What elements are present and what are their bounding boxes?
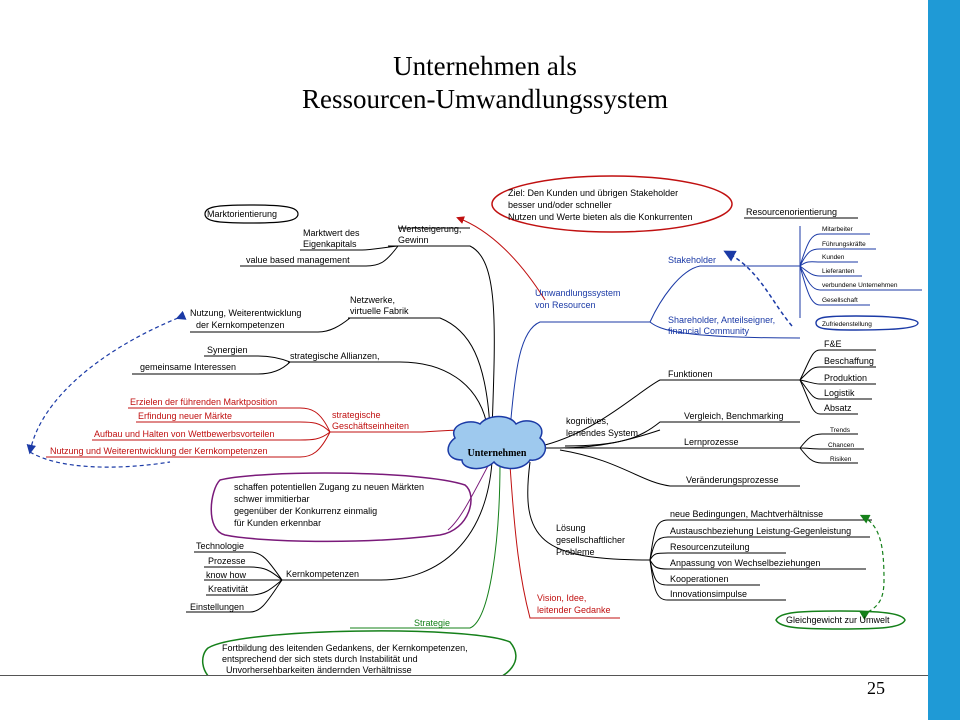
- umwandlung-line2: von Resourcen: [535, 300, 596, 310]
- schaffen-line3: gegenüber der Konkurrenz einmalig: [234, 506, 377, 516]
- fortbildung-line3: Unvorhersehbarkeiten ändernden Verhältni…: [226, 665, 412, 675]
- netzwerke-line1: Netzwerke,: [350, 295, 395, 305]
- mind-map: Unternehmen Marktorientierung Wertsteige…: [26, 175, 922, 675]
- lernprozesse-label: Lernprozesse: [684, 437, 739, 447]
- shareholder-line2: financial Community: [668, 326, 750, 336]
- left-connectors: [132, 227, 495, 613]
- loesung-line3: Probleme: [556, 547, 595, 557]
- funktionen-item-logistik: Logistik: [824, 388, 855, 398]
- kk-item-technologie: Technologie: [196, 541, 244, 551]
- vergleich-label: Vergleich, Benchmarking: [684, 411, 784, 421]
- center-cloud: [447, 415, 547, 470]
- lern-item-trends: Trends: [830, 427, 851, 434]
- kognitives-line2: lernendes System: [566, 428, 638, 438]
- blue-sidebar: [928, 0, 960, 720]
- loesung-item-1: neue Bedingungen, Machtverhältnisse: [670, 509, 823, 519]
- gemeinsame-label: gemeinsame Interessen: [140, 362, 236, 372]
- ressourcenorientierung-label: Resourcenorientierung: [746, 207, 837, 217]
- stakeholder-item-1: Mitarbeiter: [822, 226, 854, 233]
- green-connector: [350, 461, 501, 629]
- ziel-line3: Nutzen und Werte bieten als die Konkurre…: [508, 212, 692, 222]
- loesung-item-3: Resourcenzuteilung: [670, 542, 750, 552]
- loesung-line1: Lösung: [556, 523, 586, 533]
- sge-line2: Geschäftseinheiten: [332, 421, 409, 431]
- funktionen-item-absatz: Absatz: [824, 403, 852, 413]
- stakeholder-item-5: verbundene Unternehmen: [822, 282, 898, 289]
- kk-item-einstellungen: Einstellungen: [190, 602, 244, 612]
- funktionen-item-beschaffung: Beschaffung: [824, 356, 874, 366]
- zufriedenstellung-label: Zufriedenstellung: [822, 321, 872, 328]
- sge-item-2: Erfindung neuer Märkte: [138, 411, 232, 421]
- center-label: Unternehmen: [468, 448, 527, 459]
- stakeholder-item-3: Kunden: [822, 254, 845, 261]
- dashed-arrow-left: [26, 310, 187, 455]
- synergien-label: Synergien: [207, 345, 248, 355]
- schaffen-line1: schaffen potentiellen Zugang zu neuen Mä…: [234, 482, 424, 492]
- right-connectors: [527, 349, 876, 601]
- loesung-item-2: Austauschbeziehung Leistung-Gegenleistun…: [670, 526, 851, 536]
- vision-line1: Vision, Idee,: [537, 593, 586, 603]
- marktorientierung-label: Marktorientierung: [207, 209, 277, 219]
- kk-item-prozesse: Prozesse: [208, 556, 246, 566]
- kk-item-knowhow: know how: [206, 570, 247, 580]
- strategie-label: Strategie: [414, 618, 450, 628]
- lern-item-risiken: Risiken: [830, 456, 852, 463]
- veraenderung-label: Veränderungsprozesse: [686, 475, 779, 485]
- sge-item-4: Nutzung und Weiterentwicklung der Kernko…: [50, 446, 267, 456]
- value-based-label: value based management: [246, 255, 350, 265]
- stakeholder-item-6: Gesellschaft: [822, 297, 858, 304]
- kognitives-line1: kognitives,: [566, 416, 609, 426]
- loesung-item-4: Anpassung von Wechselbeziehungen: [670, 558, 820, 568]
- netzwerke-line2: virtuelle Fabrik: [350, 306, 409, 316]
- loesung-item-5: Kooperationen: [670, 574, 729, 584]
- stakeholder-item-2: Führungskräfte: [822, 241, 866, 248]
- funktionen-label: Funktionen: [668, 369, 713, 379]
- fortbildung-ellipse: [201, 630, 517, 675]
- allianzen-label: strategische Allianzen,: [290, 351, 380, 361]
- page-number: 25: [867, 678, 885, 698]
- slide-title: Unternehmen als Ressourcen-Umwandlungssy…: [220, 50, 750, 116]
- ziel-line1: Ziel: Den Kunden und übrigen Stakeholder: [508, 188, 678, 198]
- funktionen-item-produktion: Produktion: [824, 373, 867, 383]
- kk-item-kreativitaet: Kreativität: [208, 584, 249, 594]
- blue-connectors: [509, 226, 922, 431]
- nutzung-line2: der Kernkompetenzen: [196, 320, 285, 330]
- bottom-rule: [0, 675, 928, 676]
- fortbildung-line1: Fortbildung des leitenden Gedankens, der…: [222, 643, 468, 653]
- ziel-ellipse: [491, 175, 733, 233]
- marktwert-line1: Marktwert des: [303, 228, 360, 238]
- sge-item-1: Erzielen der führenden Marktposition: [130, 397, 277, 407]
- kernkompetenzen-label: Kernkompetenzen: [286, 569, 359, 579]
- loesung-item-6: Innovationsimpulse: [670, 589, 747, 599]
- stakeholder-item-4: Lieferanten: [822, 268, 855, 275]
- wertsteigerung-line2: Gewinn: [398, 235, 429, 245]
- sge-item-3: Aufbau und Halten von Wettbewerbsvorteil…: [94, 429, 274, 439]
- sge-line1: strategische: [332, 410, 381, 420]
- funktionen-item-fe: F&E: [824, 339, 842, 349]
- wertsteigerung-line1: Wertsteigerung,: [398, 224, 461, 234]
- lern-item-chancen: Chancen: [828, 442, 854, 449]
- dashed-arrow-gleichgewicht: [859, 514, 885, 620]
- dashed-arrow-left-tail: [29, 451, 171, 468]
- schaffen-ellipse: [210, 472, 472, 543]
- gleichgewicht-ellipse: [775, 610, 906, 630]
- title-line-1: Unternehmen als: [393, 51, 577, 81]
- shareholder-line1: Shareholder, Anteilseigner,: [668, 315, 775, 325]
- title-line-2: Ressourcen-Umwandlungssystem: [302, 84, 668, 114]
- zufriedenstellung-oval: [815, 315, 919, 331]
- nutzung-line1: Nutzung, Weiterentwicklung: [190, 308, 301, 318]
- marktorientierung-oval: [204, 204, 299, 224]
- schaffen-line2: schwer immitierbar: [234, 494, 310, 504]
- umwandlung-line1: Umwandlungssystem: [535, 288, 621, 298]
- purple-connector: [447, 461, 491, 531]
- dashed-arrow-stakeholder: [723, 250, 793, 327]
- marktwert-line2: Eigenkapitals: [303, 239, 357, 249]
- ziel-line2: besser und/oder schneller: [508, 200, 612, 210]
- stakeholder-label: Stakeholder: [668, 255, 716, 265]
- fortbildung-line2: entsprechend der sich stets durch Instab…: [222, 654, 418, 664]
- gleichgewicht-label: Gleichgewicht zur Umwelt: [786, 615, 890, 625]
- schaffen-line4: für Kunden erkennbar: [234, 518, 321, 528]
- loesung-line2: gesellschaftlicher: [556, 535, 625, 545]
- vision-line2: leitender Gedanke: [537, 605, 611, 615]
